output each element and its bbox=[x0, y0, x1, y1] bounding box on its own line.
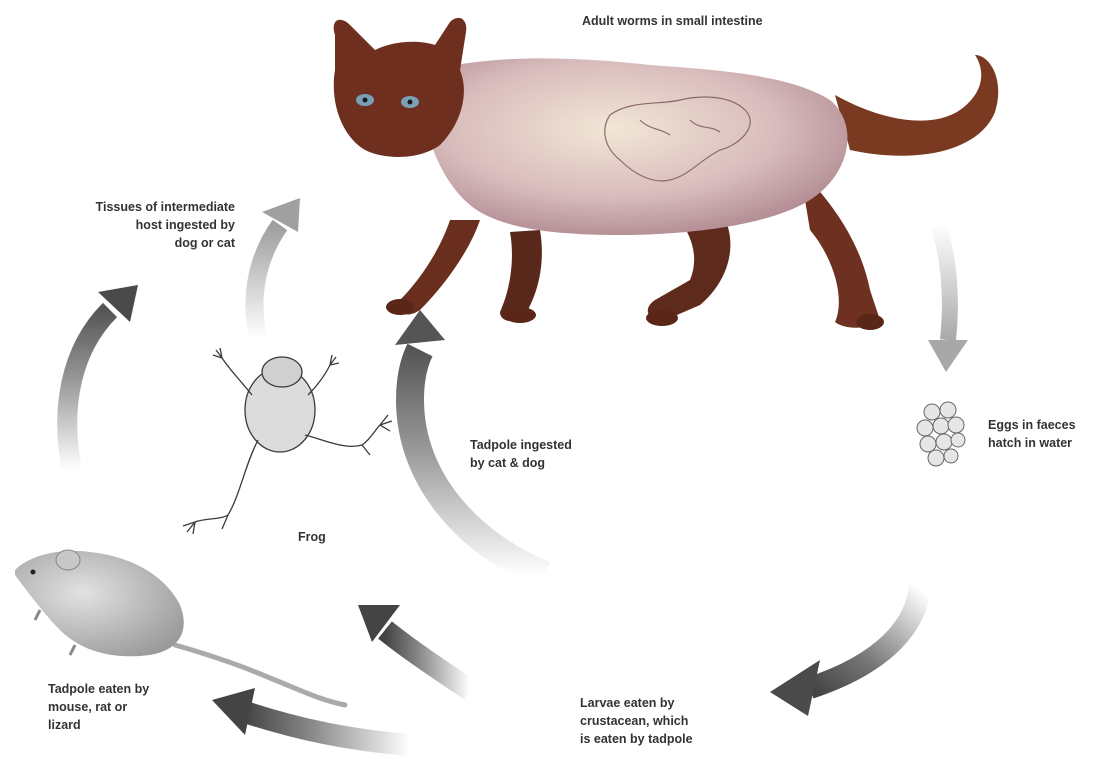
mouse-body bbox=[15, 551, 184, 656]
arrow-larvae-to-frog bbox=[358, 605, 470, 690]
frog-illustration bbox=[183, 348, 392, 534]
label-eggs-hatch: Eggs in faeces hatch in water bbox=[988, 416, 1076, 452]
arrow-frog-to-tissues bbox=[254, 198, 300, 338]
label-adult-worms: Adult worms in small intestine bbox=[582, 12, 763, 30]
frog-leg-left bbox=[195, 440, 258, 522]
frog-head bbox=[262, 357, 302, 387]
cat-illustration bbox=[334, 18, 999, 330]
label-tadpole-ingested: Tadpole ingested by cat & dog bbox=[470, 436, 572, 472]
frog-arm-left bbox=[222, 358, 252, 395]
cat-tail bbox=[835, 55, 998, 156]
label-frog: Frog bbox=[298, 528, 326, 546]
arrow-mouse-to-tissues bbox=[67, 285, 138, 470]
label-tissues-ingested: Tissues of intermediate host ingested by… bbox=[40, 198, 235, 252]
mouse-ear bbox=[56, 550, 80, 570]
label-larvae-eaten: Larvae eaten by crustacean, which is eat… bbox=[580, 694, 693, 748]
cat-body bbox=[420, 58, 847, 235]
cat-head bbox=[334, 18, 467, 157]
eggs-cluster bbox=[917, 402, 965, 466]
arrow-cat-to-eggs bbox=[928, 225, 968, 372]
label-tadpole-eaten: Tadpole eaten by mouse, rat or lizard bbox=[48, 680, 149, 734]
cat-front-leg bbox=[399, 220, 480, 315]
mouse-tail bbox=[175, 645, 345, 705]
frog-leg-right bbox=[305, 425, 380, 446]
arrow-eggs-to-larvae bbox=[770, 570, 920, 716]
